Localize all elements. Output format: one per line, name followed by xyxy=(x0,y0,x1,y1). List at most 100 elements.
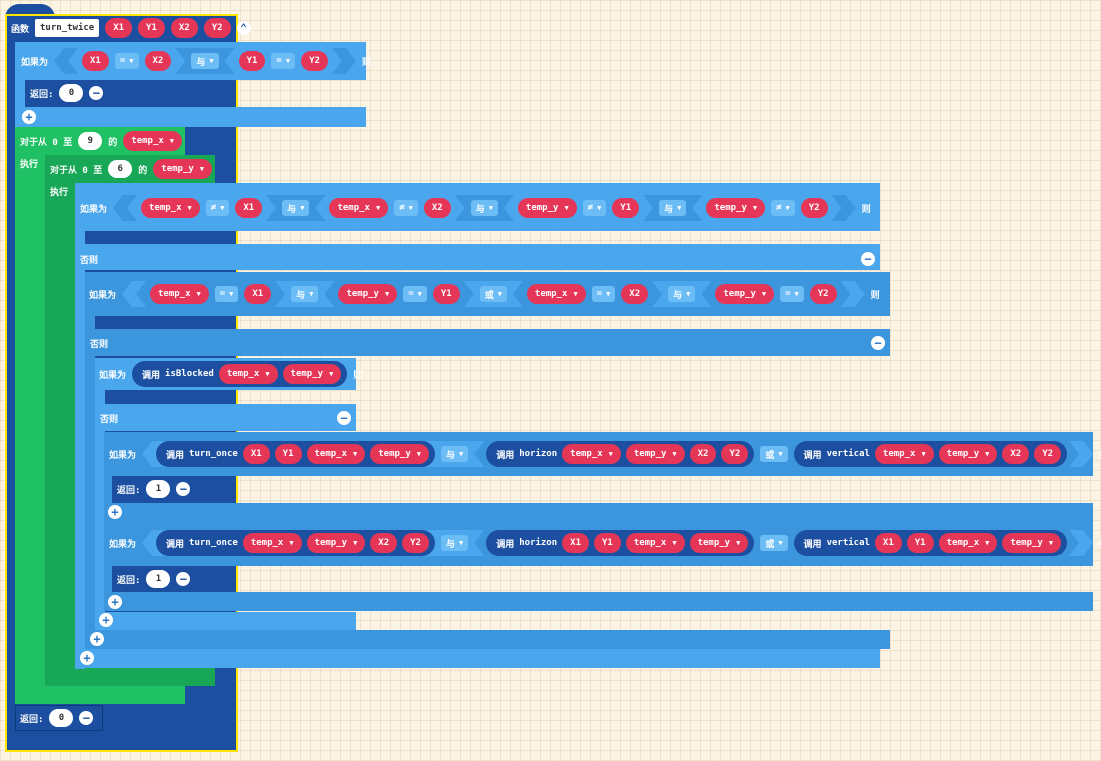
if6-c1-arg-1[interactable]: temp_x xyxy=(243,533,302,553)
if3-t4-b[interactable]: Y2 xyxy=(810,284,837,304)
remove-else-icon[interactable]: − xyxy=(871,336,885,350)
if3-t4-op[interactable]: = xyxy=(780,286,804,302)
if3-t1-a[interactable]: temp_x xyxy=(150,284,209,304)
if2-t3-a[interactable]: temp_y xyxy=(518,198,577,218)
if5-c3-arg-3[interactable]: X2 xyxy=(1002,444,1029,464)
if3-t1-op[interactable]: = xyxy=(215,286,239,302)
loop-inner-var[interactable]: temp_y xyxy=(153,159,213,179)
function-name-field[interactable]: turn_twice xyxy=(35,19,100,37)
if6-c3-arg-2[interactable]: Y1 xyxy=(907,533,934,553)
if2-t2-b[interactable]: X2 xyxy=(424,198,451,218)
loop-inner-row: 对于从 0 至 6 的 temp_y xyxy=(50,159,213,179)
loop-outer-max[interactable]: 9 xyxy=(78,132,103,150)
if1-op1[interactable]: = xyxy=(115,53,139,69)
if6-c2-fn: horizon xyxy=(519,538,558,548)
if6-c3-arg-3[interactable]: temp_x xyxy=(939,533,998,553)
remove-icon[interactable]: − xyxy=(176,572,191,586)
if5-c1-arg-2[interactable]: Y1 xyxy=(275,444,302,464)
param-x2[interactable]: X2 xyxy=(170,18,198,38)
if3-join-3[interactable]: 与 xyxy=(668,286,695,302)
add-icon[interactable]: + xyxy=(108,505,122,519)
if2-t4-op[interactable]: ≠ xyxy=(771,200,795,216)
if5-c2-arg-1[interactable]: temp_x xyxy=(562,444,621,464)
remove-icon[interactable]: − xyxy=(79,711,94,725)
return-5-row: 返回: 1 − xyxy=(117,480,191,498)
if3-t3-a[interactable]: temp_x xyxy=(527,284,586,304)
param-y1[interactable]: Y1 xyxy=(138,18,165,38)
collapse-icon[interactable]: ⌃ xyxy=(236,21,251,35)
add-icon[interactable]: + xyxy=(22,110,36,124)
if3-t1-b[interactable]: X1 xyxy=(244,284,271,304)
if6-c2-arg-3[interactable]: temp_x xyxy=(626,533,685,553)
if6-c2-arg-2[interactable]: Y1 xyxy=(594,533,621,553)
if2-t2-op[interactable]: ≠ xyxy=(394,200,418,216)
if1-op2[interactable]: = xyxy=(271,53,295,69)
remove-else-icon[interactable]: − xyxy=(337,411,351,425)
loop-inner-max[interactable]: 6 xyxy=(108,160,133,178)
if2-join-3[interactable]: 与 xyxy=(659,200,686,216)
return-final-value[interactable]: 0 xyxy=(49,709,74,727)
if5-c2-arg-4[interactable]: Y2 xyxy=(721,444,748,464)
if6-c2-arg-4[interactable]: temp_y xyxy=(690,533,749,553)
if3-else-row: 否则 − xyxy=(90,336,885,350)
param-y2[interactable]: Y2 xyxy=(203,18,231,38)
add-icon[interactable]: + xyxy=(108,595,122,609)
if1-y2[interactable]: Y2 xyxy=(301,51,328,71)
if4-arg-1[interactable]: temp_x xyxy=(218,364,278,384)
if3-term-3: temp_x = X2 xyxy=(513,281,662,307)
if5-join-2[interactable]: 或 xyxy=(760,446,787,462)
if4-arg-2[interactable]: temp_y xyxy=(282,364,342,384)
if6-join-1[interactable]: 与 xyxy=(441,535,468,551)
if6-c1-arg-3[interactable]: X2 xyxy=(370,533,397,553)
return-6-value[interactable]: 1 xyxy=(146,570,171,588)
if2-join-2[interactable]: 与 xyxy=(471,200,498,216)
if5-c1-arg-3[interactable]: temp_x xyxy=(307,444,366,464)
if3-t3-op[interactable]: = xyxy=(592,286,616,302)
if5-c1-arg-1[interactable]: X1 xyxy=(243,444,270,464)
if6-join-2[interactable]: 或 xyxy=(760,535,787,551)
add-icon[interactable]: + xyxy=(90,632,104,646)
if5-c2-arg-3[interactable]: X2 xyxy=(690,444,717,464)
return-1-value[interactable]: 0 xyxy=(59,84,84,102)
param-x1[interactable]: X1 xyxy=(105,18,133,38)
if1-x1[interactable]: X1 xyxy=(82,51,109,71)
if3-t2-op[interactable]: = xyxy=(403,286,427,302)
if2-t4-b[interactable]: Y2 xyxy=(801,198,828,218)
if2-t1-op[interactable]: ≠ xyxy=(206,200,230,216)
if5-c2-arg-2[interactable]: temp_y xyxy=(626,444,685,464)
remove-icon[interactable]: − xyxy=(176,482,191,496)
if3-t4-a[interactable]: temp_y xyxy=(715,284,774,304)
if6-c3-arg-1[interactable]: X1 xyxy=(875,533,902,553)
if5-c3-arg-2[interactable]: temp_y xyxy=(939,444,998,464)
add-icon[interactable]: + xyxy=(80,651,94,665)
if3-join-1[interactable]: 与 xyxy=(291,286,318,302)
if1-add: + xyxy=(22,110,36,124)
if3-t3-b[interactable]: X2 xyxy=(621,284,648,304)
if2-t2-a[interactable]: temp_x xyxy=(329,198,388,218)
if5-join-1[interactable]: 与 xyxy=(441,446,468,462)
if3-t2-a[interactable]: temp_y xyxy=(338,284,397,304)
if5-c3-arg-4[interactable]: Y2 xyxy=(1034,444,1061,464)
if3-join-2[interactable]: 或 xyxy=(480,286,507,302)
if2-join-1[interactable]: 与 xyxy=(282,200,309,216)
remove-else-icon[interactable]: − xyxy=(861,252,875,266)
if2-t4-a[interactable]: temp_y xyxy=(706,198,765,218)
if1-x2[interactable]: X2 xyxy=(145,51,172,71)
if1-y1[interactable]: Y1 xyxy=(239,51,266,71)
if6-c1-arg-2[interactable]: temp_y xyxy=(307,533,366,553)
remove-icon[interactable]: − xyxy=(89,86,104,100)
add-icon[interactable]: + xyxy=(99,613,113,627)
if2-t1-b[interactable]: X1 xyxy=(235,198,262,218)
if5-c1-arg-4[interactable]: temp_y xyxy=(370,444,429,464)
if3-t2-b[interactable]: Y1 xyxy=(433,284,460,304)
if5-c3-arg-1[interactable]: temp_x xyxy=(875,444,934,464)
loop-outer-var[interactable]: temp_x xyxy=(123,131,183,151)
if2-t3-b[interactable]: Y1 xyxy=(612,198,639,218)
if2-t1-a[interactable]: temp_x xyxy=(141,198,200,218)
if6-c1-arg-4[interactable]: Y2 xyxy=(402,533,429,553)
if1-join[interactable]: 与 xyxy=(191,53,218,69)
if6-c3-arg-4[interactable]: temp_y xyxy=(1002,533,1061,553)
if2-t3-op[interactable]: ≠ xyxy=(583,200,607,216)
return-5-value[interactable]: 1 xyxy=(146,480,171,498)
if6-c2-arg-1[interactable]: X1 xyxy=(562,533,589,553)
